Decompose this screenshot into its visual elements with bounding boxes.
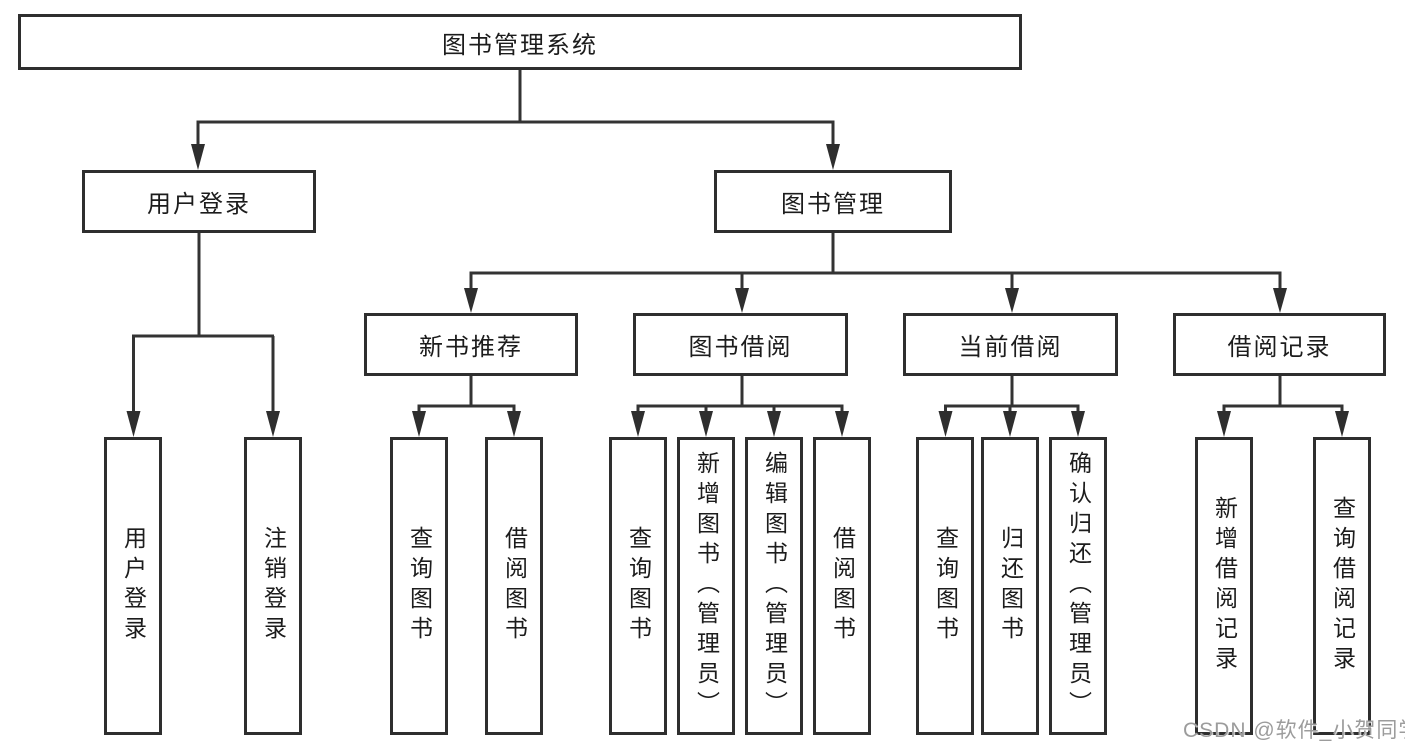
leaf-query-borrow-record-label: 查询借阅记录 bbox=[1329, 496, 1356, 676]
csdn-watermark: CSDN @软件_小贺同学 bbox=[1183, 719, 1405, 742]
leaf-edit-books-admin-label: 编辑图书（管理员） bbox=[761, 451, 788, 721]
node-book-management-branch: 图书管理 bbox=[714, 170, 952, 233]
leaf-query-books-borrow: 查询图书 bbox=[609, 437, 667, 735]
node-new-book-recommend: 新书推荐 bbox=[364, 313, 578, 376]
leaf-query-borrow-record: 查询借阅记录 bbox=[1313, 437, 1371, 735]
leaf-confirm-return-admin: 确认归还（管理员） bbox=[1049, 437, 1107, 735]
leaf-return-books: 归还图书 bbox=[981, 437, 1039, 735]
leaf-edit-books-admin: 编辑图书（管理员） bbox=[745, 437, 803, 735]
node-borrowing-records: 借阅记录 bbox=[1173, 313, 1386, 376]
edge-borrowrecords-trunk bbox=[1222, 376, 1344, 416]
leaf-return-books-label: 归还图书 bbox=[997, 526, 1024, 646]
leaf-user-login: 用户登录 bbox=[104, 437, 162, 735]
leaf-query-books-recommend-label: 查询图书 bbox=[406, 526, 433, 646]
node-current-borrowing: 当前借阅 bbox=[903, 313, 1118, 376]
edge-bookmgmt-trunk bbox=[469, 233, 1282, 291]
leaf-borrow-books-recommend-label: 借阅图书 bbox=[501, 526, 528, 646]
leaf-query-books-current-label: 查询图书 bbox=[932, 526, 959, 646]
node-root-label: 图书管理系统 bbox=[442, 31, 598, 59]
node-user-login-branch: 用户登录 bbox=[82, 170, 316, 233]
leaf-borrow-books-label: 借阅图书 bbox=[829, 526, 856, 646]
leaf-logout-label: 注销登录 bbox=[260, 526, 287, 646]
leaf-borrow-books-recommend: 借阅图书 bbox=[485, 437, 543, 735]
node-new-book-recommend-label: 新书推荐 bbox=[419, 334, 523, 361]
edge-bookborrow-trunk bbox=[636, 376, 844, 416]
node-user-login-label: 用户登录 bbox=[147, 191, 251, 218]
leaf-logout: 注销登录 bbox=[244, 437, 302, 735]
edge-userlogin-trunk bbox=[132, 233, 275, 415]
leaf-add-borrow-record-label: 新增借阅记录 bbox=[1211, 496, 1238, 676]
node-borrowing-records-label: 借阅记录 bbox=[1227, 334, 1332, 361]
leaf-borrow-books: 借阅图书 bbox=[813, 437, 871, 735]
node-book-management-label: 图书管理 bbox=[781, 191, 885, 218]
leaf-query-books-current: 查询图书 bbox=[916, 437, 974, 735]
leaf-confirm-return-admin-label: 确认归还（管理员） bbox=[1065, 451, 1092, 721]
leaf-query-books-borrow-label: 查询图书 bbox=[625, 526, 652, 646]
leaf-add-books-admin: 新增图书（管理员） bbox=[677, 437, 735, 735]
leaf-query-books-recommend: 查询图书 bbox=[390, 437, 448, 735]
node-current-borrowing-label: 当前借阅 bbox=[958, 334, 1063, 361]
leaf-user-login-label: 用户登录 bbox=[120, 526, 147, 646]
node-book-borrowing-label: 图书借阅 bbox=[688, 334, 793, 361]
edge-currentborrow-trunk bbox=[944, 376, 1080, 416]
leaf-add-books-admin-label: 新增图书（管理员） bbox=[693, 451, 720, 721]
edge-root-trunk bbox=[196, 70, 835, 148]
node-root: 图书管理系统 bbox=[18, 14, 1022, 70]
edge-newbooks-trunk bbox=[417, 376, 516, 416]
node-book-borrowing: 图书借阅 bbox=[633, 313, 848, 376]
leaf-add-borrow-record: 新增借阅记录 bbox=[1195, 437, 1253, 735]
